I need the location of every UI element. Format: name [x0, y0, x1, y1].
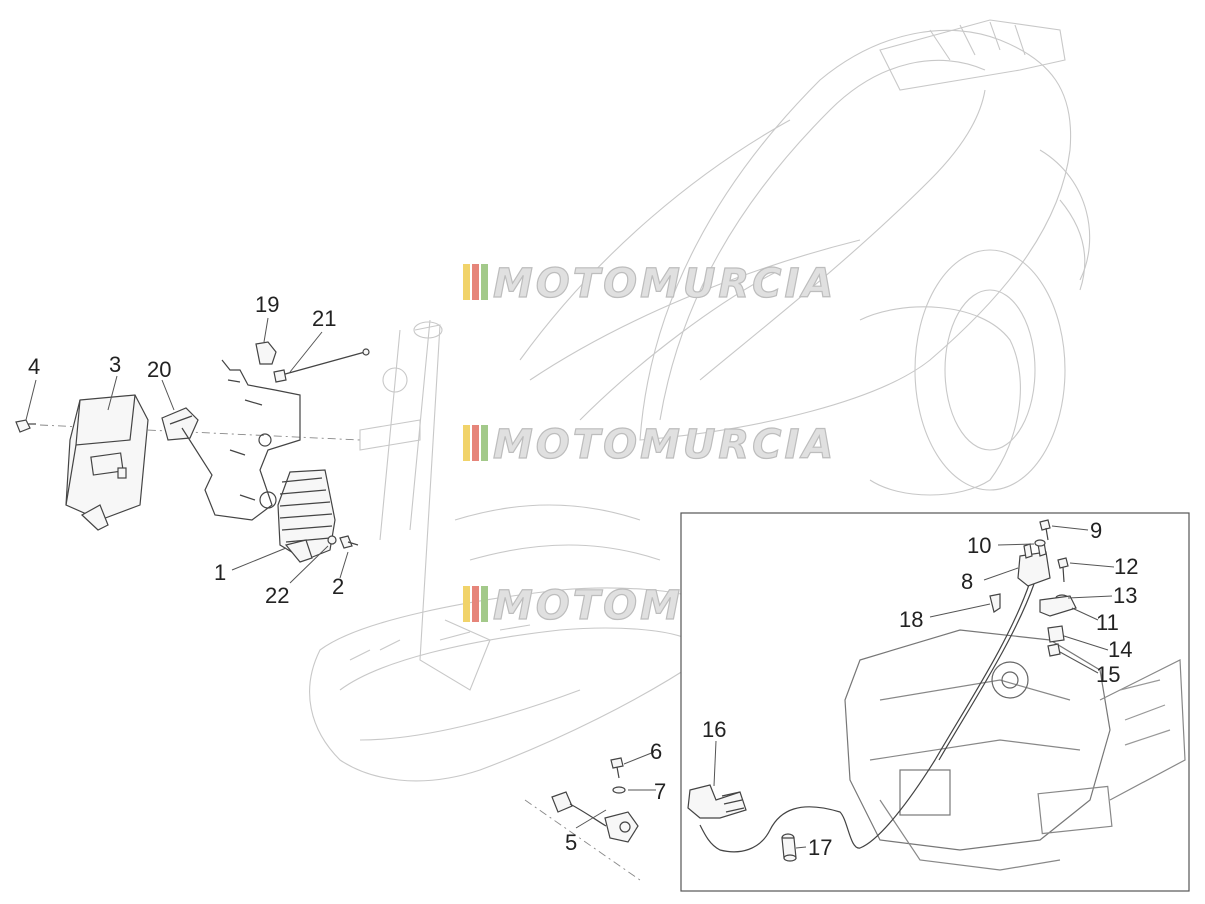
callout-2: 2 [332, 574, 344, 599]
part-15-nut[interactable] [1047, 643, 1061, 657]
callout-11: 11 [1096, 610, 1119, 635]
ht-lead [699, 581, 1031, 853]
part-19-clip[interactable] [255, 341, 277, 365]
callout-6: 6 [650, 739, 662, 764]
part-10-washer[interactable] [1034, 539, 1046, 547]
callout-13: 13 [1113, 583, 1137, 608]
part-2-bolt[interactable] [339, 535, 359, 549]
callout-20: 20 [147, 357, 171, 382]
part-4-screw[interactable] [15, 419, 36, 433]
assembly-axis-line-2 [524, 799, 641, 881]
part-16-spark-plug-cap[interactable] [687, 784, 747, 819]
watermark-stripe-red [472, 586, 479, 622]
callout-15: 15 [1096, 662, 1120, 687]
callout-8: 8 [961, 569, 973, 594]
watermark-middle: MOTOMURCIA [463, 421, 836, 469]
watermark-stripe-red [472, 425, 479, 461]
callout-21: 21 [312, 306, 336, 331]
leader-lines [25, 317, 1115, 849]
callout-10: 10 [967, 533, 991, 558]
callout-7: 7 [654, 779, 666, 804]
callout-19: 19 [255, 292, 279, 317]
detail-inset [680, 512, 1190, 892]
part-8-ignition-coil[interactable] [1017, 541, 1051, 587]
part-9-screw[interactable] [1039, 519, 1051, 541]
callout-labels: 4 3 20 19 21 1 22 2 5 6 7 9 10 8 12 13 1… [28, 292, 1138, 860]
part-12-screw[interactable] [1057, 557, 1069, 583]
callout-3: 3 [109, 352, 121, 377]
scooter-outline-illustration [309, 19, 1091, 782]
watermark-text: MOTOMURCIA [493, 422, 836, 468]
watermark-top: MOTOMURCIA [463, 260, 836, 308]
watermark-stripe-green [481, 264, 488, 300]
callout-1: 1 [214, 560, 226, 585]
watermark-stripe-yellow [463, 425, 470, 461]
callout-16: 16 [702, 717, 726, 742]
part-22-washer[interactable] [327, 535, 337, 545]
screw-icon [15, 419, 31, 433]
part-18-clip[interactable] [989, 593, 1001, 613]
part-14-rubber[interactable] [1047, 625, 1065, 643]
spark-plug-cap-icon [687, 784, 747, 819]
callout-14: 14 [1108, 637, 1132, 662]
mounting-bracket [181, 359, 301, 521]
watermark-stripe-yellow [463, 264, 470, 300]
callout-18: 18 [899, 607, 923, 632]
watermark-stripe-red [472, 264, 479, 300]
part-3-control-unit[interactable] [65, 394, 149, 531]
callout-4: 4 [28, 354, 40, 379]
part-20-rubber-mount[interactable] [161, 407, 199, 441]
callout-9: 9 [1090, 518, 1102, 543]
watermark-stripe-yellow [463, 586, 470, 622]
part-11-bracket[interactable] [1039, 595, 1077, 617]
part-17-grommet[interactable] [781, 833, 797, 862]
callout-22: 22 [265, 583, 289, 608]
callout-12: 12 [1114, 554, 1138, 579]
part-21-cable-tie[interactable] [273, 348, 370, 383]
part-7-washer[interactable] [612, 786, 626, 794]
part-5-sensor[interactable] [551, 791, 639, 843]
callout-5: 5 [565, 830, 577, 855]
watermark-stripe-green [481, 425, 488, 461]
callout-17: 17 [808, 835, 832, 860]
part-1-ignition-coil[interactable] [277, 469, 336, 563]
engine-illustration [844, 629, 1186, 871]
watermark-text: MOTOMURCIA [493, 261, 836, 307]
sensor-icon [551, 791, 573, 813]
part-6-screw[interactable] [610, 757, 624, 779]
watermark-stripe-green [481, 586, 488, 622]
